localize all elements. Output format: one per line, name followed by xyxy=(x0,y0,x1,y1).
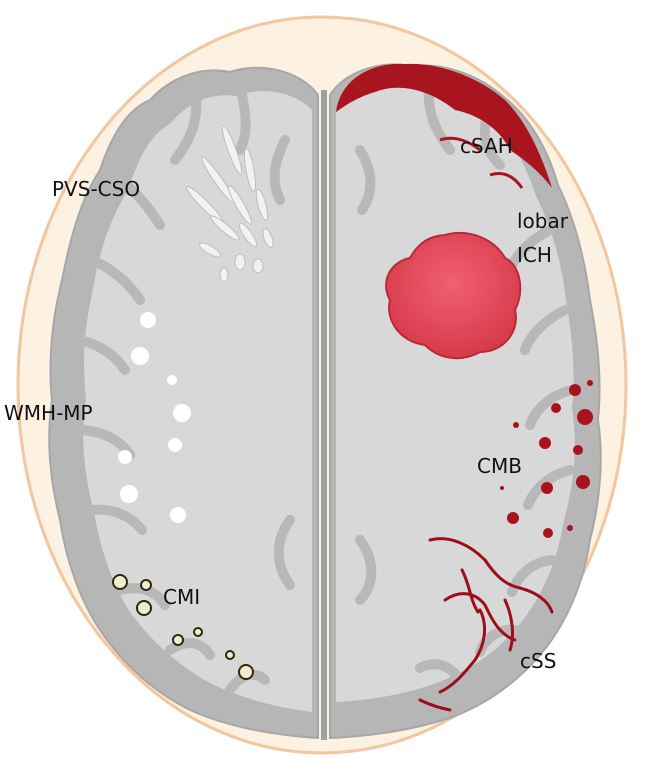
right-hemisphere xyxy=(329,63,602,740)
lobar-ich xyxy=(385,232,522,360)
label-lobar: lobar xyxy=(517,209,569,233)
left-sulci xyxy=(75,80,295,695)
css-siderosis xyxy=(418,537,554,712)
pvs-cso-lesions xyxy=(185,125,274,283)
label-csah: cSAH xyxy=(460,134,513,158)
wmh-mp-lesions xyxy=(118,312,191,523)
label-css: cSS xyxy=(520,649,556,673)
label-cmi: CMI xyxy=(163,585,200,609)
csah-hemorrhage xyxy=(336,63,552,189)
right-white-matter xyxy=(336,86,575,703)
label-wmh-mp: WMH-MP xyxy=(4,401,93,425)
cmb-lesions xyxy=(500,380,593,538)
label-cmb: CMB xyxy=(477,454,522,478)
label-ich: ICH xyxy=(517,243,552,267)
cmi-lesions xyxy=(112,574,254,680)
label-pvs-cso: PVS-CSO xyxy=(52,177,140,201)
